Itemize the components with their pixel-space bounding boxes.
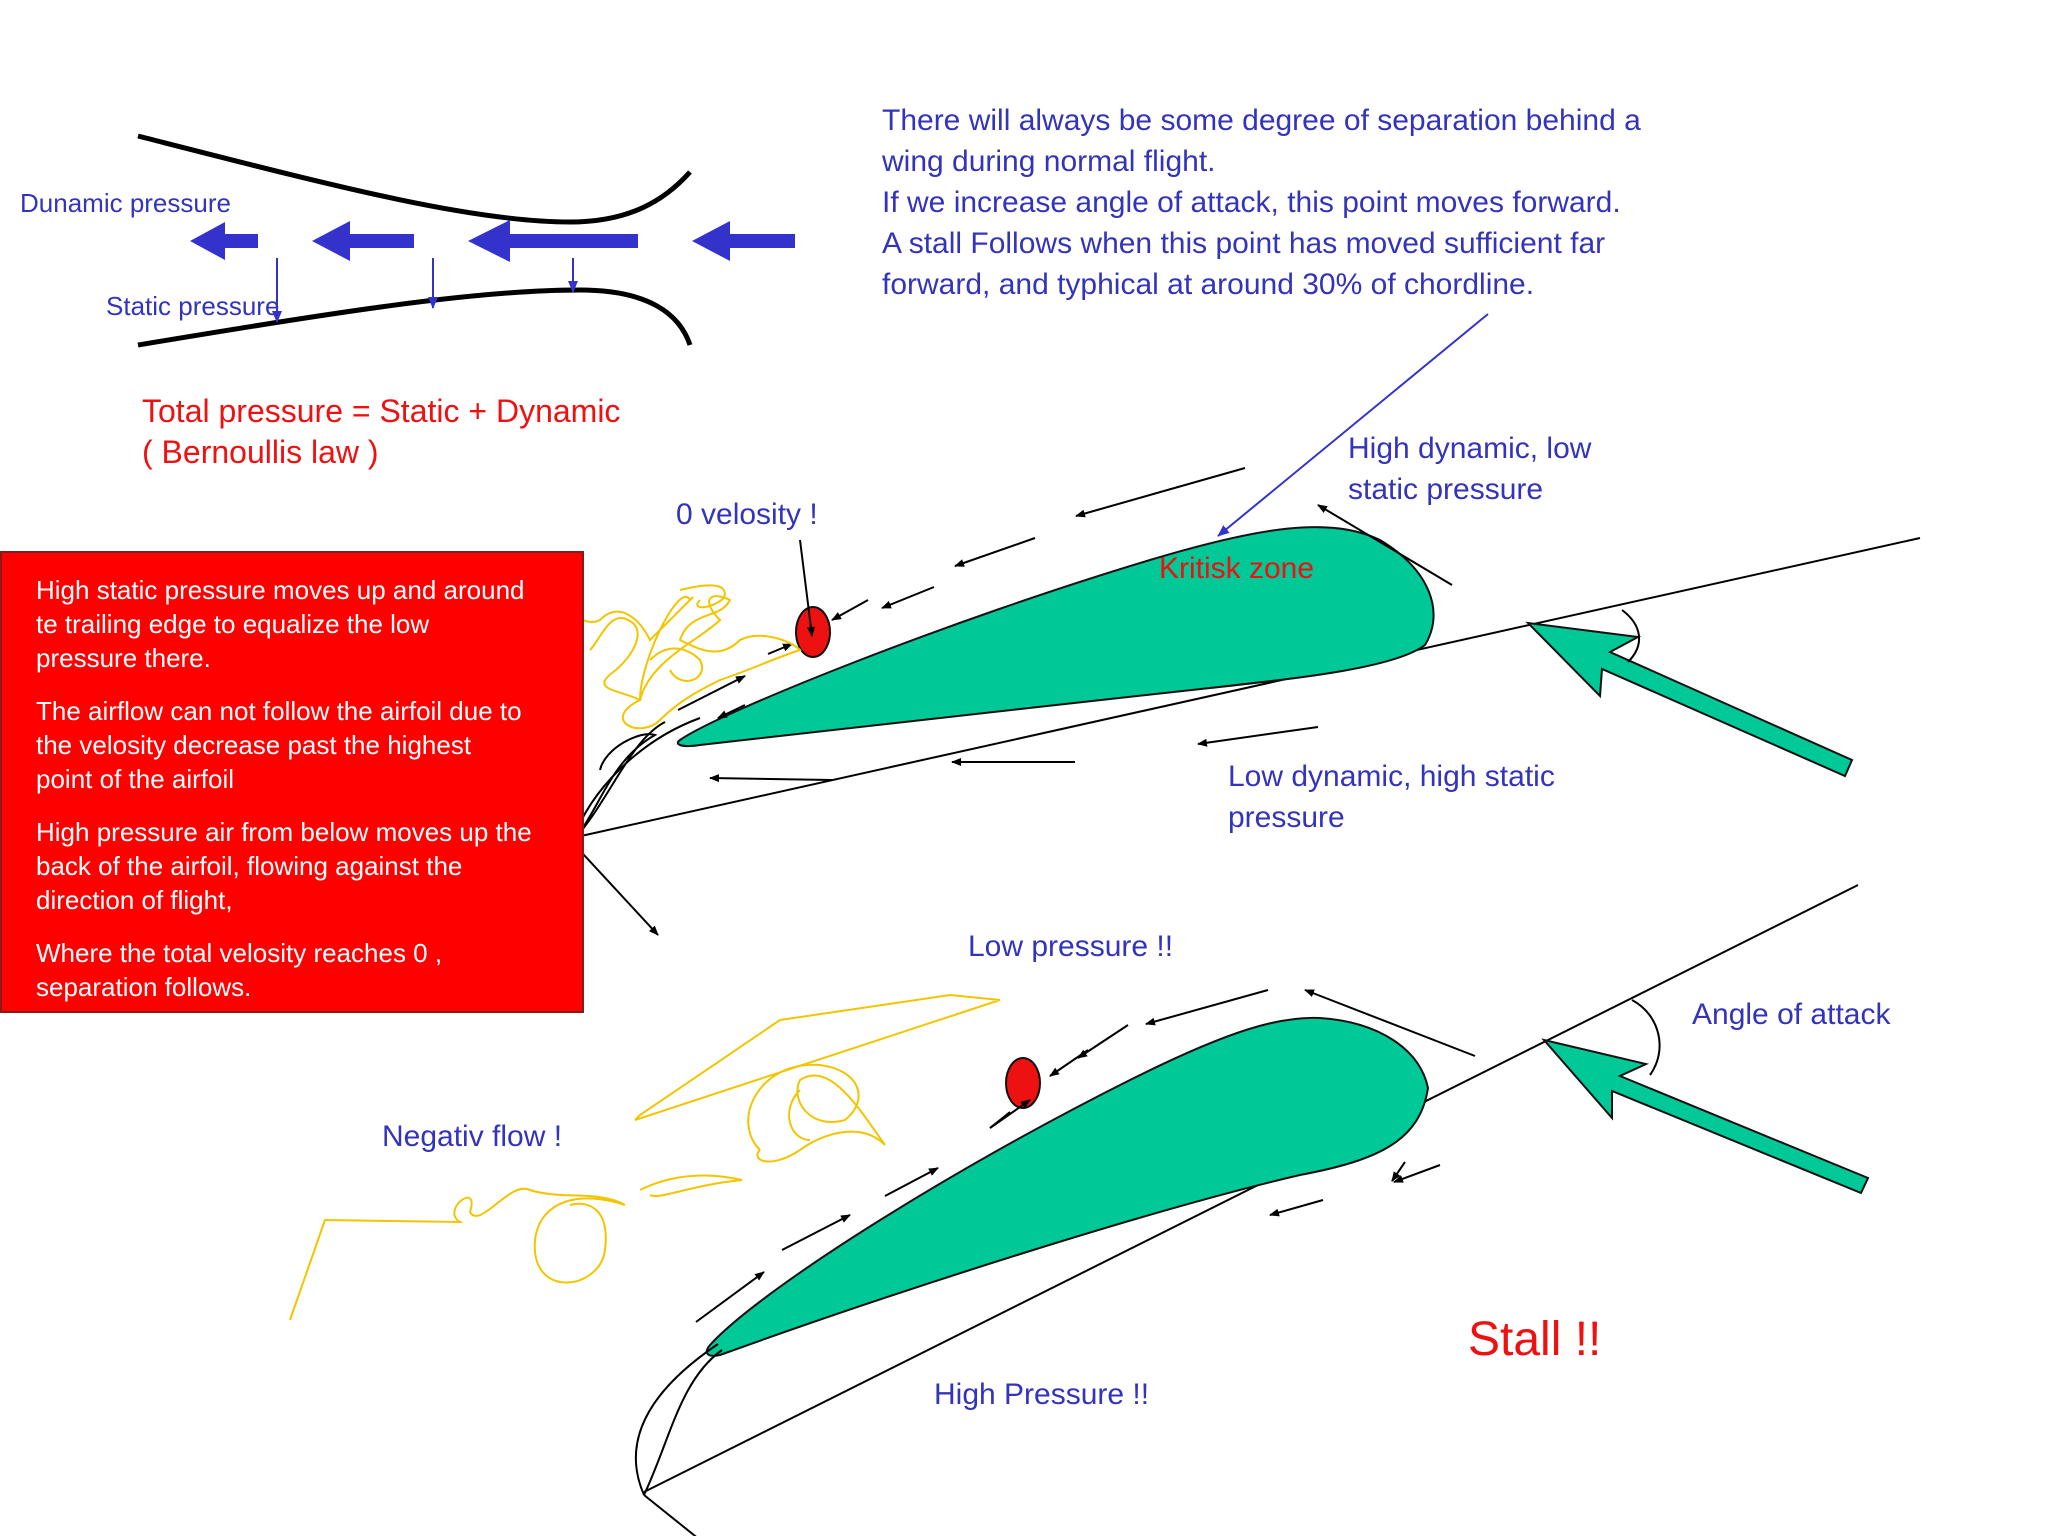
note-paragraph-1: High static pressure moves up and around… xyxy=(36,573,576,675)
low-dynamic-line-1: Low dynamic, high static xyxy=(1228,760,1555,793)
static-pressure-arrows xyxy=(272,258,578,323)
upper-separation-curve xyxy=(571,721,666,843)
flow-arrow xyxy=(571,841,659,936)
flow-arrow xyxy=(709,774,833,783)
dynamic-arrow-1 xyxy=(190,222,258,260)
flow-arrow xyxy=(1393,1164,1441,1183)
upper-angle-arc xyxy=(1621,609,1641,663)
flow-arrow xyxy=(767,643,793,655)
dynamic-pressure-label: Dunamic pressure xyxy=(20,188,231,218)
critical-zone-label: Kritisk zone xyxy=(1159,552,1315,585)
lower-relative-wind-arrow xyxy=(1541,1038,1870,1195)
lower-airfoil-section xyxy=(289,884,1870,1536)
angle-of-attack-arc xyxy=(1631,999,1661,1076)
note-line: back of the airfoil, flowing against the xyxy=(36,851,463,881)
lower-chord-line xyxy=(643,884,1859,1493)
separation-line-3: If we increase angle of attack, this poi… xyxy=(882,186,1621,219)
upper-airfoil-shape xyxy=(676,526,1435,748)
note-paragraph-2: The airflow can not follow the airfoil d… xyxy=(36,694,576,796)
flow-arrow xyxy=(781,1214,851,1251)
note-line: High pressure air from below moves up th… xyxy=(36,817,532,847)
high-dynamic-label: High dynamic, low static pressure xyxy=(1348,428,1591,510)
note-line: te trailing edge to equalize the low xyxy=(36,609,430,639)
high-dynamic-line-1: High dynamic, low xyxy=(1348,432,1592,465)
flow-arrow xyxy=(1145,989,1269,1026)
low-dynamic-label: Low dynamic, high static pressure xyxy=(1228,756,1555,838)
lower-zero-velocity-point xyxy=(1005,1057,1041,1109)
dynamic-arrow-2 xyxy=(312,221,414,261)
flow-arrow xyxy=(717,704,746,719)
angle-of-attack-label: Angle of attack xyxy=(1692,998,1891,1031)
flow-arrow xyxy=(1317,504,1453,586)
bernoulli-law-label: ( Bernoullis law ) xyxy=(142,434,379,470)
low-dynamic-line-2: pressure xyxy=(1228,801,1345,834)
upper-airfoil-section xyxy=(570,313,1921,936)
flow-arrow xyxy=(1304,989,1476,1057)
separation-line-5: forward, and typhical at around 30% of c… xyxy=(882,268,1535,301)
dynamic-pressure-arrows xyxy=(190,220,795,262)
flow-arrow xyxy=(1197,726,1319,747)
zero-velocity-label: 0 velosity ! xyxy=(676,498,818,531)
separation-explanation: There will always be some degree of sepa… xyxy=(882,100,1641,305)
separation-line-4: A stall Follows when this point has move… xyxy=(882,227,1606,260)
explanation-box xyxy=(0,551,584,1013)
high-dynamic-line-2: static pressure xyxy=(1348,473,1544,506)
flow-arrow xyxy=(1049,1049,1089,1077)
upper-turbulence-scribble xyxy=(570,584,802,730)
explanation-notes: High static pressure moves up and around… xyxy=(36,573,576,1023)
flow-arrow xyxy=(954,537,1036,567)
dynamic-arrow-3 xyxy=(468,220,638,262)
bernoulli-formula: Total pressure = Static + Dynamic xyxy=(142,393,621,429)
stall-label: Stall !! xyxy=(1468,1313,1602,1366)
note-line: Where the total velosity reaches 0 , xyxy=(36,938,443,968)
upper-flow-arrows xyxy=(571,467,1453,936)
upper-chord-line xyxy=(571,537,1921,839)
lower-airfoil-shape xyxy=(705,1016,1430,1357)
flow-arrow xyxy=(884,1167,939,1197)
note-line: the velosity decrease past the highest xyxy=(36,730,472,760)
note-line: point of the airfoil xyxy=(36,764,235,794)
note-line: High static pressure moves up and around xyxy=(36,575,525,605)
upper-relative-wind-arrow xyxy=(1525,621,1854,778)
separation-line-1: There will always be some degree of sepa… xyxy=(882,104,1641,137)
critical-zone-leader xyxy=(1217,313,1489,537)
lower-separation-curve xyxy=(643,1349,723,1496)
upper-separation-curve xyxy=(571,733,658,843)
venturi-tube xyxy=(137,133,795,348)
flow-arrow xyxy=(643,1494,697,1536)
dynamic-arrow-4 xyxy=(692,221,795,261)
zero-velocity-pointer xyxy=(799,539,815,637)
note-line: The airflow can not follow the airfoil d… xyxy=(36,696,522,726)
note-paragraph-4: Where the total velosity reaches 0 , sep… xyxy=(36,936,576,1004)
static-pressure-label: Static pressure xyxy=(106,291,280,321)
venturi-top-wall xyxy=(137,133,692,225)
zero-velocity-point xyxy=(795,606,831,658)
low-pressure-label: Low pressure !! xyxy=(968,930,1174,963)
flow-arrow xyxy=(1075,467,1246,518)
note-line: separation follows. xyxy=(36,972,252,1002)
flow-arrow xyxy=(1077,1024,1129,1059)
negative-flow-label: Negativ flow ! xyxy=(382,1120,563,1153)
flow-arrow xyxy=(695,1271,765,1323)
flow-arrow xyxy=(831,599,869,621)
note-line: direction of flight, xyxy=(36,885,233,915)
lower-stagnation-line xyxy=(989,1111,1011,1129)
high-pressure-label: High Pressure !! xyxy=(934,1378,1150,1411)
lower-separation-curve xyxy=(634,1343,719,1496)
flow-arrow xyxy=(1269,1199,1324,1217)
venturi-bottom-wall xyxy=(137,287,693,348)
flow-arrow xyxy=(677,675,746,711)
lower-turbulence-scribble xyxy=(289,993,1001,1321)
separation-line-2: wing during normal flight. xyxy=(882,145,1216,178)
flow-arrow xyxy=(881,586,935,609)
note-line: pressure there. xyxy=(36,643,211,673)
note-paragraph-3: High pressure air from below moves up th… xyxy=(36,815,576,917)
